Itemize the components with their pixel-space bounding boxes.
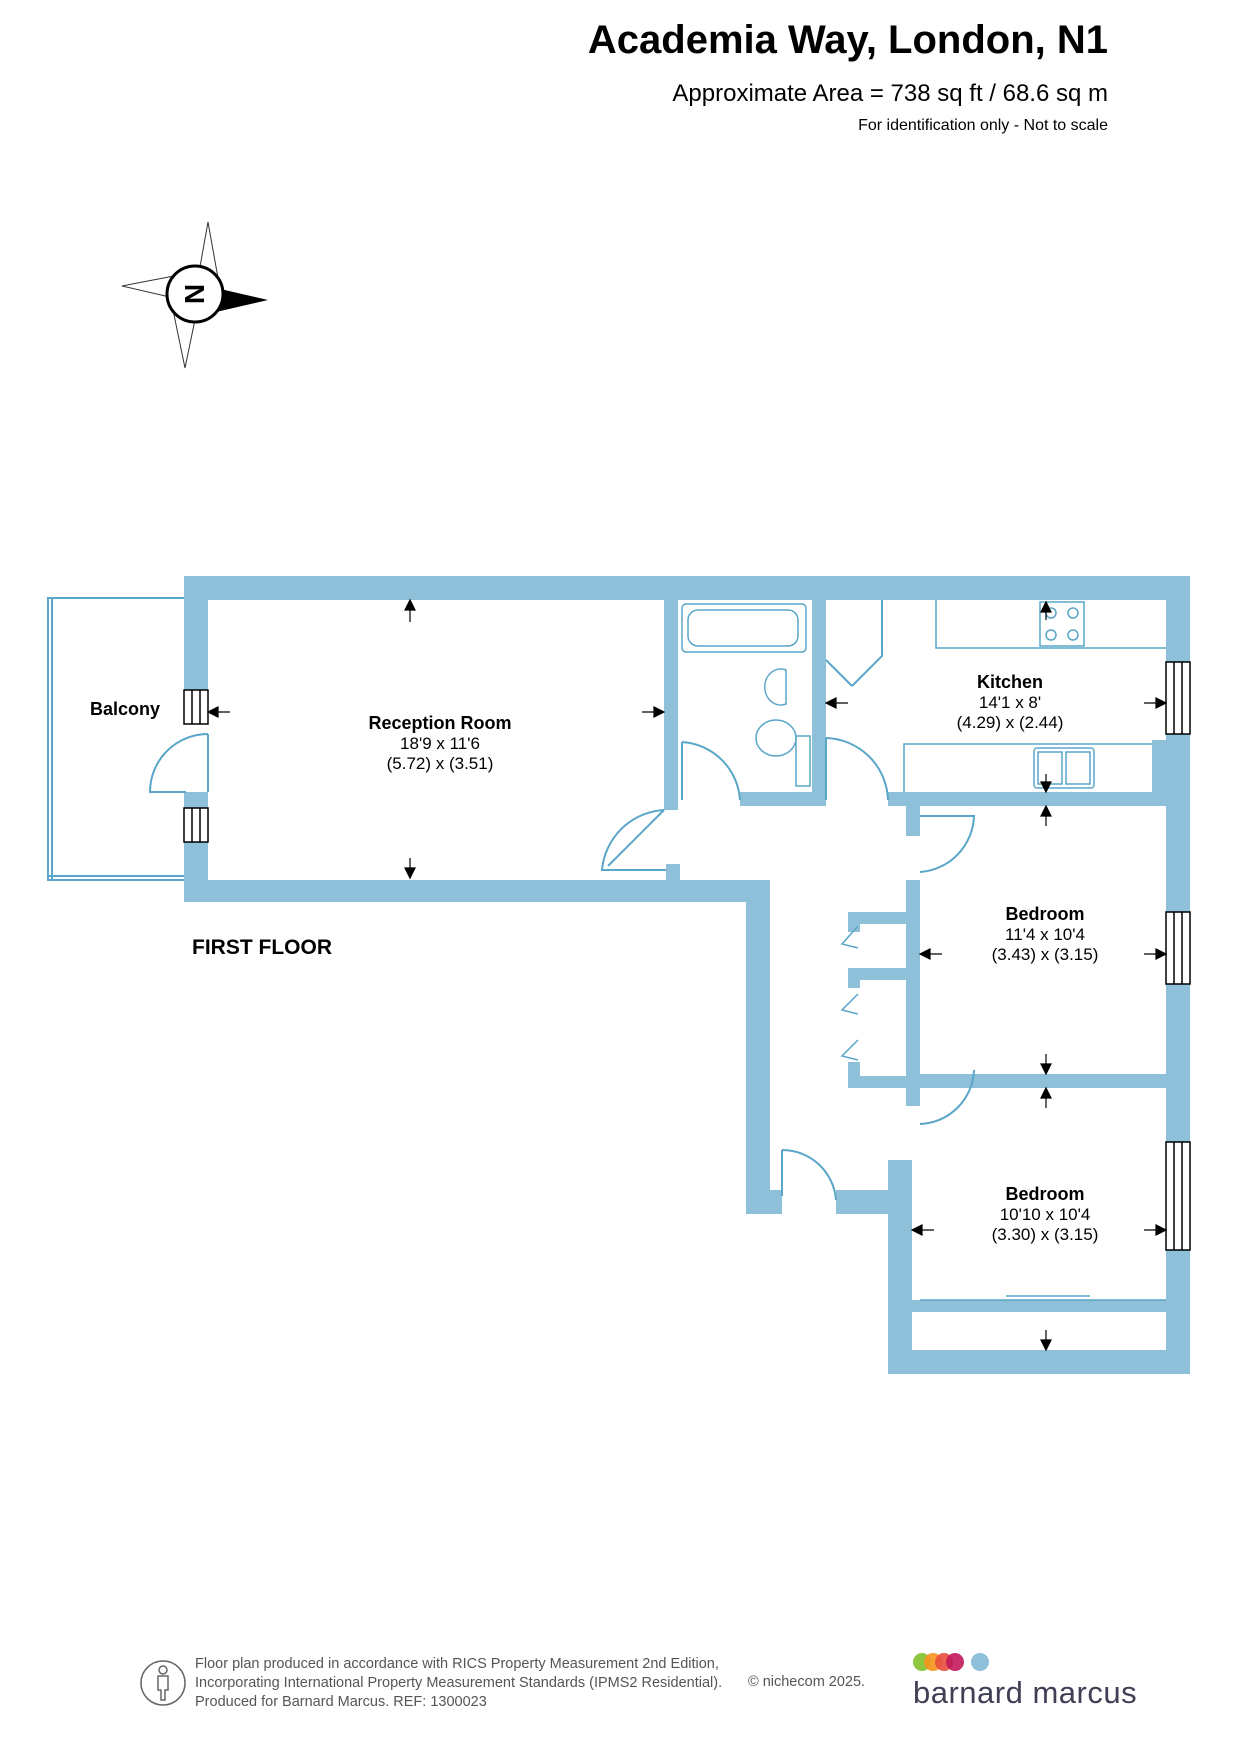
measurement-arrows — [206, 598, 1168, 1352]
bedroom-2-label: Bedroom 10'10 x 10'4 (3.30) x (3.15) — [991, 1184, 1099, 1244]
kitchen-label: Kitchen 14'1 x 8' (4.29) x (2.44) — [956, 672, 1064, 732]
scale-note: For identification only - Not to scale — [858, 117, 1108, 134]
compass-icon: N — [121, 221, 268, 369]
windows — [183, 661, 1191, 1251]
footer-line-1: Floor plan produced in accordance with R… — [195, 1656, 719, 1672]
footer-notes: Floor plan produced in accordance with R… — [195, 1655, 722, 1712]
footer-line-2: Incorporating International Property Mea… — [195, 1675, 723, 1691]
footer-line-3: Produced for Barnard Marcus. REF: 130002… — [195, 1694, 487, 1710]
copyright: © nichecom 2025. — [748, 1674, 866, 1690]
bedroom-1-label: Bedroom 11'4 x 10'4 (3.43) x (3.15) — [991, 904, 1099, 964]
svg-text:N: N — [179, 284, 210, 304]
balcony-label: Balcony — [89, 699, 161, 719]
page-title: Academia Way, London, N1 — [587, 18, 1108, 62]
approximate-area: Approximate Area = 738 sq ft / 68.6 sq m — [672, 80, 1108, 107]
person-icon — [140, 1660, 186, 1706]
balcony-outline — [47, 597, 184, 881]
brand-logo-icon — [913, 1653, 989, 1671]
walls — [184, 576, 1190, 1374]
brand-name: barnard marcus — [913, 1675, 1138, 1710]
floor-label: FIRST FLOOR — [192, 936, 332, 959]
reception-room-label: Reception Room 18'9 x 11'6 (5.72) x (3.5… — [368, 713, 512, 773]
bathroom-fixtures — [681, 603, 811, 787]
door-swings — [148, 600, 976, 1201]
wardrobes — [840, 925, 1166, 1301]
